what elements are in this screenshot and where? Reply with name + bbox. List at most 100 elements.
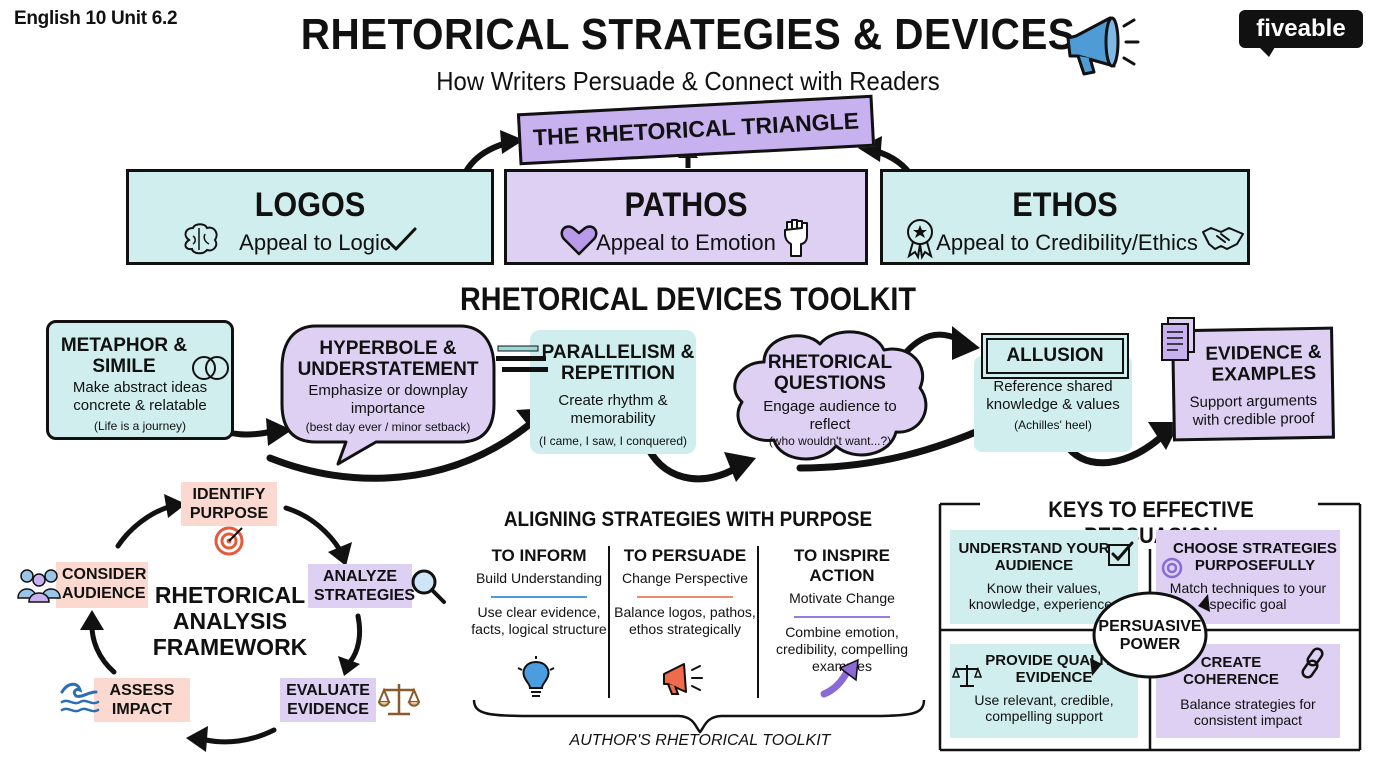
heart-icon <box>560 225 598 256</box>
aligning-title: ALIGNING STRATEGIES WITH PURPOSE <box>503 508 873 531</box>
page-title: RHETORICAL STRATEGIES & DEVICES <box>300 10 1076 59</box>
step-label: EVALUATE EVIDENCE <box>286 682 370 718</box>
device-title: ALLUSION <box>1006 345 1104 366</box>
column-subheading: Change Perspective <box>621 570 749 586</box>
key-desc: Match techniques to your specific goal <box>1169 580 1327 612</box>
device-desc: Engage audience to reflect <box>763 398 897 433</box>
device-example: (best day ever / minor setback) <box>305 420 471 434</box>
framework-title: RHETORICAL ANALYSIS FRAMEWORK <box>152 582 308 660</box>
step-analyze-strategies: ANALYZE STRATEGIES <box>308 564 416 608</box>
aligning-dividers <box>472 546 926 734</box>
megaphone-icon <box>663 663 703 695</box>
page-subtitle: How Writers Persuade & Connect with Read… <box>436 66 940 96</box>
parallel-lines-icon <box>496 345 548 372</box>
chain-link-icon <box>1301 647 1324 679</box>
column-heading: TO PERSUADE <box>623 546 747 565</box>
key-title: CREATE COHERENCE <box>1183 654 1279 688</box>
wave-icon <box>60 682 100 713</box>
column-body: Use clear evidence, facts, logical struc… <box>471 604 607 637</box>
documents-icon <box>1161 317 1195 361</box>
device-desc: Emphasize or downplay importance <box>308 382 468 417</box>
column-heading: TO INFORM <box>491 546 587 565</box>
persuasive-power-cycle <box>1090 591 1210 679</box>
device-example: (Life is a journey) <box>93 419 187 433</box>
column-accent-line <box>491 596 587 598</box>
device-desc: Reference shared knowledge & values <box>986 378 1120 413</box>
people-icon <box>17 569 61 603</box>
persuasive-power-label: PERSUASIVE POWER <box>1098 618 1202 653</box>
magnifier-icon <box>411 569 446 604</box>
key-title: UNDERSTAND YOUR AUDIENCE <box>958 540 1110 574</box>
logos-box: LOGOS Appeal to Logic <box>126 169 494 265</box>
device-desc: Make abstract ideas concrete & relatable <box>72 379 208 414</box>
keys-frame <box>938 502 1362 752</box>
target-icon <box>1161 557 1183 579</box>
key-desc: Use relevant, credible, compelling suppo… <box>974 692 1114 724</box>
column-subheading: Motivate Change <box>789 590 895 606</box>
step-label: ASSESS IMPACT <box>109 682 175 718</box>
pathos-title: PATHOS <box>624 186 748 224</box>
ethos-box: ETHOS Appeal to Credibility/Ethics <box>880 169 1250 265</box>
column-inform: TO INFORM Build Understanding Use clear … <box>470 546 608 638</box>
device-example: (I came, I saw, I conquered) <box>538 434 688 448</box>
column-accent-line <box>794 616 890 618</box>
key-desc: Balance strategies for consistent impact <box>1180 696 1316 728</box>
scales-icon <box>952 665 982 687</box>
step-identify-purpose: IDENTIFY PURPOSE <box>181 482 277 526</box>
device-title: RHETORICAL QUESTIONS <box>767 352 893 394</box>
checkbox-icon <box>1108 541 1134 566</box>
step-evaluate-evidence: EVALUATE EVIDENCE <box>280 678 376 722</box>
handshake-icon <box>1202 227 1244 250</box>
key-title: PROVIDE QUALITY EVIDENCE <box>985 652 1123 686</box>
device-title: PARALLELISM & REPETITION <box>541 342 695 384</box>
logos-title: LOGOS <box>254 186 366 224</box>
pathos-desc: Appeal to Emotion <box>596 230 776 255</box>
device-title: HYPERBOLE & UNDERSTATEMENT <box>297 338 479 380</box>
ethos-desc: Appeal to Credibility/Ethics <box>936 230 1198 255</box>
unit-label: English 10 Unit 6.2 <box>14 8 178 29</box>
device-desc: Support arguments with credible proof <box>1189 391 1318 430</box>
toolkit-title: RHETORICAL DEVICES TOOLKIT <box>459 281 917 317</box>
speech-bubble-icon <box>280 324 496 466</box>
device-metaphor-simile: METAPHOR & SIMILE Make abstract ideas co… <box>46 320 234 440</box>
device-parallelism: PARALLELISM & REPETITION Create rhythm &… <box>530 330 696 454</box>
target-icon <box>214 526 244 556</box>
column-persuade: TO PERSUADE Change Perspective Balance l… <box>612 546 758 638</box>
venn-circles-icon <box>192 356 229 380</box>
device-title: METAPHOR & SIMILE <box>60 335 188 377</box>
column-subheading: Build Understanding <box>475 570 603 586</box>
column-heading: TO INSPIRE ACTION <box>793 546 891 585</box>
column-accent-line <box>637 596 733 598</box>
thought-cloud-icon <box>733 330 928 461</box>
key-title: CHOOSE STRATEGIES PURPOSEFULLY <box>1173 540 1337 574</box>
plaque-icon: ALLUSION <box>986 338 1124 374</box>
checkmark-icon <box>385 227 417 251</box>
device-example: (Achilles' heel) <box>1014 418 1092 432</box>
device-desc: Create rhythm & memorability <box>558 392 668 427</box>
aligning-footer: AUTHOR'S RHETORICAL TOOLKIT <box>569 732 831 749</box>
rising-arrow-icon <box>820 658 859 698</box>
brand-logo[interactable]: fiveable <box>1239 10 1363 57</box>
lightbulb-icon <box>517 656 555 697</box>
device-hyperbole: HYPERBOLE & UNDERSTATEMENT Emphasize or … <box>286 338 490 435</box>
column-body: Balance logos, pathos, ethos strategical… <box>614 604 756 637</box>
raised-fist-icon <box>784 219 808 257</box>
pathos-box: PATHOS Appeal to Emotion <box>504 169 868 265</box>
step-label: CONSIDER AUDIENCE <box>62 566 147 602</box>
step-label: ANALYZE STRATEGIES <box>314 568 416 604</box>
key-desc: Know their values, knowledge, experience… <box>968 580 1120 612</box>
ethos-title: ETHOS <box>1012 186 1118 224</box>
device-rhetorical-questions: RHETORICAL QUESTIONS Engage audience to … <box>748 352 912 449</box>
brain-icon <box>184 223 218 255</box>
step-label: IDENTIFY PURPOSE <box>189 486 269 522</box>
framework-cycle-arrows <box>80 494 363 752</box>
column-inspire: TO INSPIRE ACTION Motivate Change Combin… <box>762 546 922 675</box>
step-assess-impact: ASSESS IMPACT <box>94 678 190 722</box>
key-create-coherence: CREATE COHERENCE Balance strategies for … <box>1156 644 1340 738</box>
step-consider-audience: CONSIDER AUDIENCE <box>56 562 148 608</box>
device-example: (who wouldn't want...?) <box>768 434 892 448</box>
logos-desc: Appeal to Logic <box>239 230 391 255</box>
key-understand-audience: UNDERSTAND YOUR AUDIENCE Know their valu… <box>950 530 1138 624</box>
megaphone-icon <box>1066 16 1140 76</box>
scales-icon <box>378 684 420 716</box>
